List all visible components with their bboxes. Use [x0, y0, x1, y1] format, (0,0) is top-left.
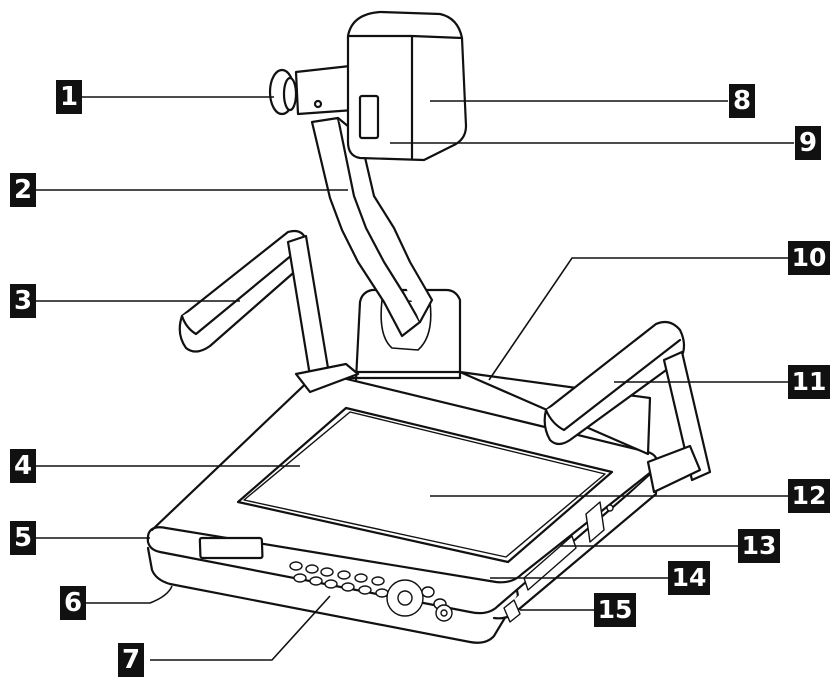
callout-12: 12: [788, 479, 830, 513]
callout-6: 6: [60, 586, 86, 620]
callout-10: 10: [788, 241, 830, 275]
base-front-edge: [146, 546, 520, 644]
callout-1: 1: [56, 80, 82, 114]
callout-8: 8: [729, 84, 755, 118]
control-panel: [289, 561, 453, 622]
base-unit: [146, 370, 659, 644]
callout-5: 5: [10, 521, 36, 555]
side-ports: [503, 501, 614, 623]
callout-15: 15: [594, 593, 636, 627]
callout-11: 11: [788, 365, 830, 399]
callout-13: 13: [738, 529, 780, 563]
callout-3: 3: [10, 284, 36, 318]
left-lamp-arm: [178, 229, 360, 394]
lightbox-inner: [243, 411, 606, 558]
right-lamp-arm: [543, 320, 712, 494]
camera-lens: [268, 64, 356, 116]
display-window: [198, 536, 264, 560]
callout-2: 2: [10, 173, 36, 207]
callout-9: 9: [795, 126, 821, 160]
callout-14: 14: [668, 561, 710, 595]
leader-lines: [36, 96, 794, 661]
callout-4: 4: [10, 449, 36, 483]
camera-head: [346, 10, 468, 162]
callout-7: 7: [118, 643, 144, 677]
